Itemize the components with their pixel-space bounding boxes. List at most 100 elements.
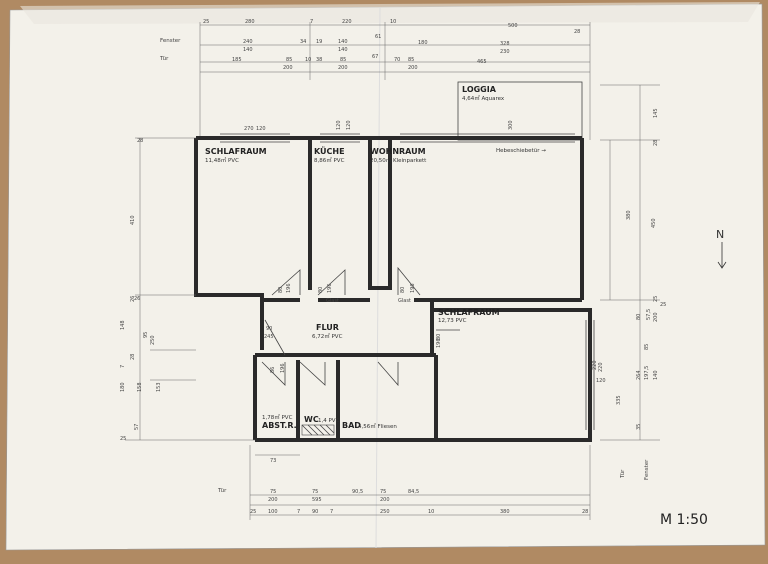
dim-bot-0: 73 bbox=[270, 458, 276, 464]
room-abstr-area: 1,78㎡ PVC bbox=[262, 413, 293, 421]
note-hebeschiebetuer: Hebeschiebetür → bbox=[496, 148, 546, 154]
dim-misc-40: 200 bbox=[653, 312, 659, 322]
dim-bot-12: 90 bbox=[312, 509, 318, 515]
dim-misc-11: 28 bbox=[130, 354, 136, 360]
dim-misc-27: 245 bbox=[264, 334, 274, 340]
dim-misc-3: 120 bbox=[346, 120, 352, 130]
room-loggia-area: 4,64㎡ Aquarex bbox=[462, 94, 505, 102]
dim-top-19: 38 bbox=[316, 57, 322, 63]
dim-misc-4: 300 bbox=[508, 120, 514, 130]
room-schlafraum1-area: 11,48㎡ PVC bbox=[205, 156, 239, 164]
dim-misc-7: 26 bbox=[134, 296, 140, 302]
dim-top-8: 19 bbox=[316, 39, 322, 45]
dim-top-13: 140 bbox=[243, 47, 253, 53]
dim-top-16: 185 bbox=[232, 57, 242, 63]
dim-top-11: 180 bbox=[418, 40, 428, 46]
dim-misc-24: 80 bbox=[400, 287, 406, 293]
room-kueche-area: 8,86㎡ PVC bbox=[314, 156, 345, 164]
room-schlafraum2-area: 12,73 PVC bbox=[438, 318, 467, 324]
row-label-fenster-right: Fenster bbox=[644, 459, 650, 480]
top-dimension-labels: 25 280 7 220 10 28 240 34 19 140 61 180 … bbox=[203, 19, 580, 71]
dim-bot-4: 75 bbox=[380, 489, 386, 495]
dim-misc-25: 196 bbox=[410, 283, 416, 293]
dim-top-26: 200 bbox=[338, 65, 348, 71]
dim-bot-6: 200 bbox=[268, 497, 278, 503]
windows bbox=[220, 133, 595, 430]
dim-misc-31: 196 bbox=[280, 363, 286, 373]
dim-bot-9: 25 bbox=[250, 509, 256, 515]
dim-top-12: 328 bbox=[500, 41, 510, 47]
dim-misc-16: 158 bbox=[137, 382, 143, 392]
dim-misc-20: 80 bbox=[278, 287, 284, 293]
dim-misc-9: 26 bbox=[130, 296, 136, 302]
room-kueche-name: KÜCHE bbox=[314, 146, 345, 156]
dim-misc-17: 153 bbox=[156, 382, 162, 392]
dim-misc-8: 410 bbox=[130, 215, 136, 225]
dim-misc-22: 80 bbox=[318, 287, 324, 293]
dim-bot-7: 595 bbox=[312, 497, 322, 503]
dim-misc-36: 25 bbox=[653, 296, 659, 302]
dim-top-10: 61 bbox=[375, 34, 381, 40]
dim-bot-3: 90,5 bbox=[352, 489, 363, 495]
dim-bot-17: 28 bbox=[582, 509, 588, 515]
dim-top-22: 70 bbox=[394, 57, 400, 63]
dim-misc-14: 7 bbox=[120, 365, 126, 368]
dim-misc-1: 120 bbox=[256, 126, 266, 132]
dim-top-1: 280 bbox=[245, 19, 255, 25]
dim-top-25: 200 bbox=[283, 65, 293, 71]
dim-misc-21: 196 bbox=[286, 283, 292, 293]
dim-top-5: 28 bbox=[574, 29, 580, 35]
dim-misc-44: 335 bbox=[616, 395, 622, 405]
dim-bot-8: 200 bbox=[380, 497, 390, 503]
dim-top-14: 140 bbox=[338, 47, 348, 53]
dim-misc-6: 28 bbox=[137, 138, 143, 144]
dim-misc-28: 80 bbox=[436, 334, 442, 340]
note-glas-right: Glast bbox=[398, 298, 411, 304]
dim-misc-13: 250 bbox=[150, 335, 156, 345]
room-wc-name: WC bbox=[304, 415, 319, 424]
dim-misc-12: 95 bbox=[143, 332, 149, 338]
dim-misc-23: 196 bbox=[327, 283, 333, 293]
dim-bot-14: 250 bbox=[380, 509, 390, 515]
top-dimension-lines bbox=[199, 22, 591, 140]
dim-bot-2: 75 bbox=[312, 489, 318, 495]
room-flur-name: FLUR bbox=[316, 323, 339, 332]
dim-top-21: 67 bbox=[372, 54, 378, 60]
dim-top-18: 10 bbox=[305, 57, 311, 63]
row-label-tuer-right: Tür bbox=[620, 469, 626, 479]
dim-bot-15: 10 bbox=[428, 509, 434, 515]
dim-misc-48: 25 bbox=[660, 302, 666, 308]
dim-top-20: 85 bbox=[340, 57, 346, 63]
scale-label: M 1:50 bbox=[660, 512, 708, 528]
dim-misc-33: 28 bbox=[653, 140, 659, 146]
bottom-dimension-labels: 73 75 75 90,5 75 84,5 200 595 200 25 100… bbox=[250, 458, 588, 515]
walls bbox=[194, 136, 592, 442]
dim-misc-38: 85 bbox=[644, 344, 650, 350]
paper-fold bbox=[20, 2, 760, 24]
dim-top-17: 85 bbox=[286, 57, 292, 63]
dim-bot-16: 380 bbox=[500, 509, 510, 515]
row-label-fenster: Fenster bbox=[160, 38, 181, 44]
room-abstr-name: ABST.R. bbox=[262, 421, 297, 430]
note-glas-left: Glast bbox=[326, 298, 339, 304]
dim-misc-26: 90 bbox=[266, 326, 272, 332]
dim-bot-13: 7 bbox=[330, 509, 333, 515]
dim-top-3: 220 bbox=[342, 19, 352, 25]
room-wc-area: 1,4 PVC bbox=[318, 418, 340, 424]
dim-misc-19: 25 bbox=[120, 436, 126, 442]
dim-bot-5: 84,5 bbox=[408, 489, 419, 495]
dim-top-28: 500 bbox=[508, 23, 518, 29]
dim-top-7: 34 bbox=[300, 39, 306, 45]
dim-misc-30: 86 bbox=[270, 367, 276, 373]
paper-crease bbox=[375, 7, 381, 549]
dim-misc-45: 35 bbox=[636, 424, 642, 430]
dim-misc-39: 80 bbox=[636, 314, 642, 320]
dim-misc-5: 220 bbox=[598, 362, 604, 372]
north-label: N bbox=[716, 228, 724, 241]
room-labels: LOGGIA 4,64㎡ Aquarex SCHLAFRAUM 11,48㎡ P… bbox=[205, 85, 505, 430]
dim-top-24: 465 bbox=[477, 59, 487, 65]
room-loggia-name: LOGGIA bbox=[462, 85, 497, 94]
